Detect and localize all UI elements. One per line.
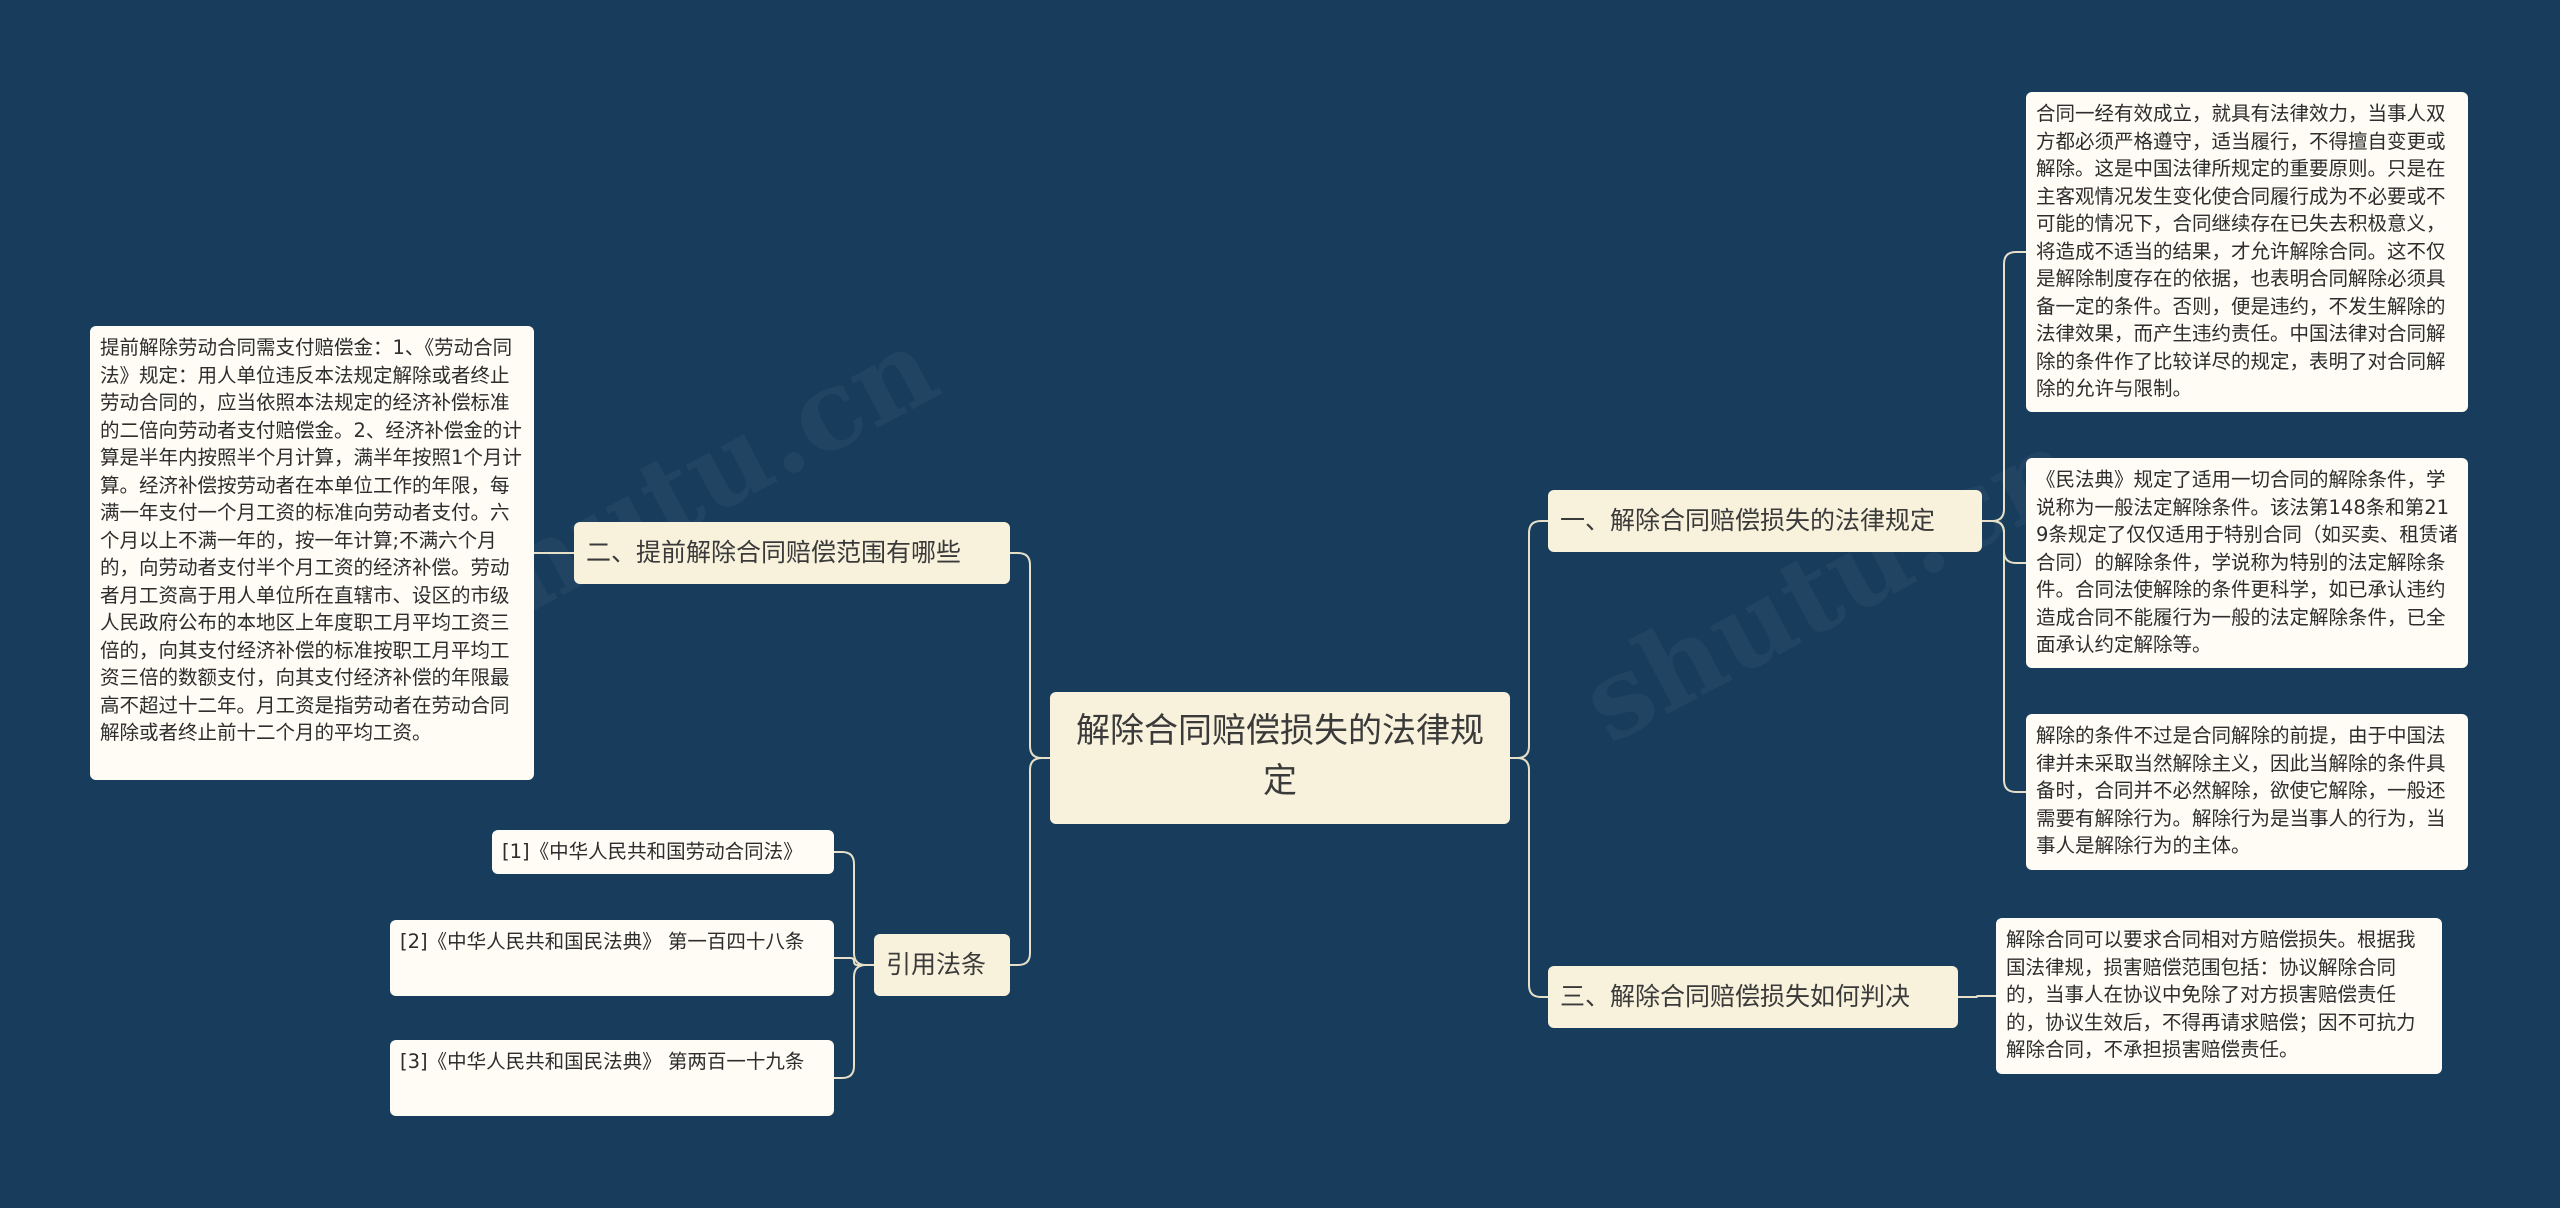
connector-line <box>1982 251 2026 522</box>
connector-line <box>1510 520 1548 759</box>
branch-how-to-judge[interactable]: 三、解除合同赔偿损失如何判决 <box>1548 966 1958 1028</box>
connector-line <box>1510 757 1548 998</box>
leaf-citation[interactable]: [2]《中华人民共和国民法典》 第一百四十八条 <box>390 920 834 996</box>
leaf-note[interactable]: 《民法典》规定了适用一切合同的解除条件，学说称为一般法定解除条件。该法第148条… <box>2026 458 2468 668</box>
leaf-note[interactable]: 解除合同可以要求合同相对方赔偿损失。根据我国法律规，损害赔偿范围包括：协议解除合… <box>1996 918 2442 1074</box>
leaf-note[interactable]: 合同一经有效成立，就具有法律效力，当事人双方都必须严格遵守，适当履行，不得擅自变… <box>2026 92 2468 412</box>
branch-cited-laws[interactable]: 引用法条 <box>874 934 1010 996</box>
connector-line <box>834 957 874 966</box>
leaf-citation[interactable]: [3]《中华人民共和国民法典》 第两百一十九条 <box>390 1040 834 1116</box>
branch-legal-provisions[interactable]: 一、解除合同赔偿损失的法律规定 <box>1548 490 1982 552</box>
leaf-note[interactable]: 解除的条件不过是合同解除的前提，由于中国法律并未采取当然解除主义，因此当解除的条… <box>2026 714 2468 870</box>
branch-label: 三、解除合同赔偿损失如何判决 <box>1560 982 1911 1011</box>
branch-label: 引用法条 <box>886 950 987 979</box>
leaf-citation[interactable]: [1]《中华人民共和国劳动合同法》 <box>492 830 834 874</box>
leaf-text: [2]《中华人民共和国民法典》 第一百四十八条 <box>400 930 805 953</box>
branch-label: 二、提前解除合同赔偿范围有哪些 <box>586 538 962 567</box>
connector-line <box>834 964 874 1079</box>
leaf-text: 合同一经有效成立，就具有法律效力，当事人双方都必须严格遵守，适当履行，不得擅自变… <box>2036 102 2446 400</box>
leaf-text: 解除合同可以要求合同相对方赔偿损失。根据我国法律规，损害赔偿范围包括：协议解除合… <box>2006 928 2416 1061</box>
connector-line <box>1982 520 2026 793</box>
branch-label: 一、解除合同赔偿损失的法律规定 <box>1560 506 1936 535</box>
connector-line <box>1010 552 1050 759</box>
connector-line <box>834 851 874 966</box>
leaf-text: [1]《中华人民共和国劳动合同法》 <box>502 840 803 863</box>
root-topic-label: 解除合同赔偿损失的法律规定 <box>1076 711 1484 801</box>
leaf-note[interactable]: 提前解除劳动合同需支付赔偿金：1、《劳动合同法》规定：用人单位违反本法规定解除或… <box>90 326 534 780</box>
leaf-text: 提前解除劳动合同需支付赔偿金：1、《劳动合同法》规定：用人单位违反本法规定解除或… <box>100 336 522 744</box>
leaf-text: [3]《中华人民共和国民法典》 第两百一十九条 <box>400 1050 805 1073</box>
root-topic[interactable]: 解除合同赔偿损失的法律规定 <box>1050 692 1510 824</box>
leaf-text: 解除的条件不过是合同解除的前提，由于中国法律并未采取当然解除主义，因此当解除的条… <box>2036 724 2446 857</box>
connector-line <box>1958 995 1996 998</box>
branch-compensation-scope[interactable]: 二、提前解除合同赔偿范围有哪些 <box>574 522 1010 584</box>
leaf-text: 《民法典》规定了适用一切合同的解除条件，学说称为一般法定解除条件。该法第148条… <box>2036 468 2458 656</box>
connector-line <box>1010 757 1050 966</box>
